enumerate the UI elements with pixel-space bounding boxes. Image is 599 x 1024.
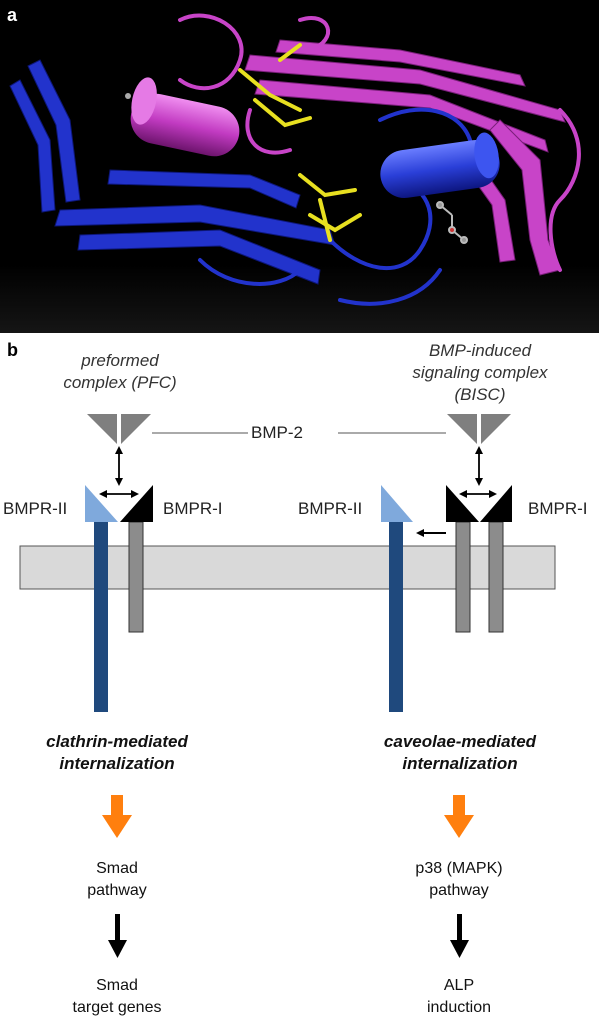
bmpr-ii-head-right — [381, 485, 413, 522]
left-step1: Smad pathway — [57, 858, 177, 902]
bmpr-i-stalk-right-b — [488, 521, 504, 633]
left-complex-title-line2: complex (PFC) — [63, 373, 177, 392]
orange-arrow-right — [444, 795, 474, 838]
protein-ribbon-image — [0, 13, 599, 333]
bmpr-i-head-right-b — [480, 485, 512, 522]
right-bmpr-i-label: BMPR-I — [528, 499, 588, 518]
protein-structure-panel: a — [0, 0, 599, 333]
right-complex-title: BMP-induced signaling complex (BISC) — [405, 340, 555, 406]
bmpr-ii-stalk-left — [94, 522, 108, 712]
left-step2: Smad target genes — [57, 975, 177, 1019]
orange-arrow-left — [102, 795, 132, 838]
helix-blue — [380, 132, 500, 199]
atom-dot — [125, 93, 131, 99]
right-complex-title-line3: (BISC) — [454, 385, 506, 404]
helix-magenta — [130, 77, 240, 157]
bmpr-i-stalk-left — [128, 521, 144, 633]
right-internalization-line1: caveolae-mediated — [383, 732, 537, 751]
bmpr-i-stalk-right-a — [455, 521, 471, 633]
right-internalization-line2: internalization — [402, 754, 518, 773]
bmp2-label: BMP-2 — [251, 423, 303, 442]
right-step1: p38 (MAPK) pathway — [399, 858, 519, 902]
right-step2-line2: induction — [426, 999, 492, 1016]
bmpr-ii-stalk-right — [389, 522, 403, 712]
bound-molecule — [436, 201, 468, 244]
left-bmpr-i-label: BMPR-I — [163, 499, 223, 518]
left-step1-line1: Smad — [96, 860, 138, 877]
disulfide-bonds — [238, 43, 362, 242]
bmpr-ii-head-left — [85, 485, 118, 522]
bmpr-i-head-left — [120, 485, 153, 522]
panel-b-letter: b — [7, 340, 18, 360]
right-complex-title-line1: BMP-induced — [428, 341, 532, 360]
signaling-diagram — [19, 414, 556, 958]
right-step1-line2: pathway — [429, 882, 489, 899]
right-bmpr-ii-label: BMPR-II — [298, 499, 363, 518]
left-internalization-line2: internalization — [59, 754, 175, 773]
left-step2-line1: Smad — [96, 977, 138, 994]
right-internalization: caveolae-mediated internalization — [355, 731, 565, 775]
left-internalization-line1: clathrin-mediated — [46, 732, 188, 751]
right-step2: ALP induction — [399, 975, 519, 1019]
left-step2-line2: target genes — [72, 999, 162, 1016]
black-arrow-right — [450, 914, 469, 958]
bmp2-ligand-left — [87, 414, 151, 444]
left-step1-line2: pathway — [87, 882, 147, 899]
right-complex-title-line2: signaling complex — [412, 363, 548, 382]
left-complex-title-line1: preformed — [81, 351, 159, 370]
right-step1-line1: p38 (MAPK) — [415, 860, 503, 877]
left-internalization: clathrin-mediated internalization — [17, 731, 217, 775]
left-bmpr-ii-label: BMPR-II — [3, 499, 68, 518]
left-complex-title: preformed complex (PFC) — [60, 350, 180, 394]
bmp2-ligand-right — [447, 414, 511, 444]
loops-magenta — [178, 13, 581, 272]
right-step2-line1: ALP — [443, 977, 475, 994]
bmpr-i-head-right-a — [446, 485, 479, 522]
panel-a-letter: a — [7, 5, 18, 25]
black-arrow-left — [108, 914, 127, 958]
